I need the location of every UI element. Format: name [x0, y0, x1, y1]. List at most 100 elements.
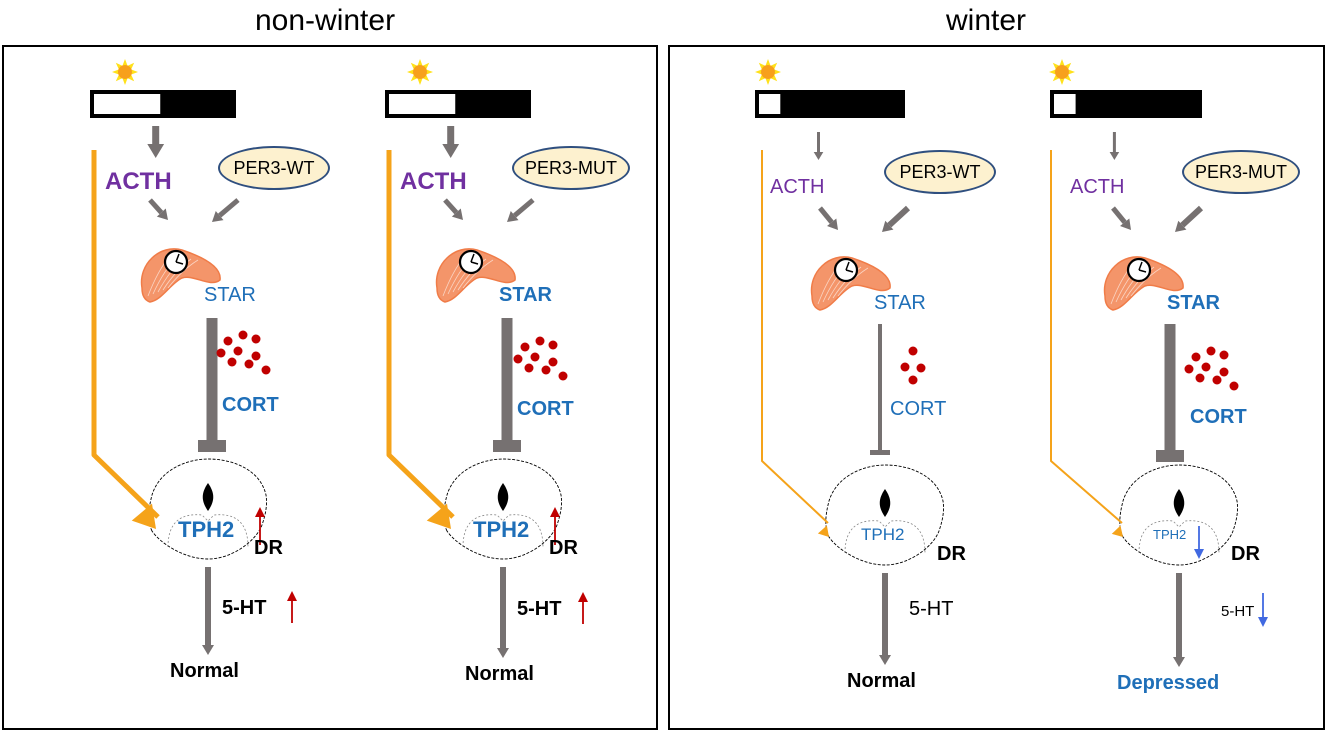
acth-label: ACTH: [105, 168, 172, 195]
dr-label: DR: [549, 537, 578, 559]
photoperiod-light-segment: [389, 94, 456, 114]
serotonin-output-arrow-head: [879, 655, 891, 665]
outcome-label: Depressed: [1117, 672, 1220, 694]
cort-label: CORT: [517, 398, 574, 420]
cort-dot: [238, 330, 248, 340]
tph2-down-arrow-head: [1194, 549, 1204, 559]
per3-genotype-oval: PER3-MUT: [1182, 150, 1300, 194]
clock-hand-minute: [845, 269, 854, 273]
cort-dot: [530, 352, 540, 362]
cort-dot: [908, 375, 918, 385]
sun-ray: [122, 78, 128, 85]
per3-genotype-oval: PER3-MUT: [512, 146, 630, 190]
light-to-acth-arrow-head: [147, 144, 165, 158]
title-winter: winter: [946, 4, 1027, 37]
acth-label: ACTH: [400, 168, 467, 195]
sun-ray: [422, 62, 430, 70]
per3-to-adrenal-arrow-head: [212, 210, 224, 222]
cort-dot: [908, 346, 918, 356]
per3-to-adrenal-arrow-head: [1175, 220, 1187, 232]
adrenal-gland-icon: [140, 248, 221, 303]
serotonin-output-arrow-head: [202, 645, 214, 655]
cort-dot: [900, 362, 910, 372]
sun-ray: [426, 69, 433, 75]
sun-ray: [1064, 62, 1072, 70]
per3-genotype-oval: PER3-WT: [884, 150, 996, 194]
per3-to-adrenal-arrow-shaft: [513, 198, 535, 218]
cort-dot: [227, 357, 237, 367]
light-to-dr-path: [386, 150, 455, 519]
cort-dot: [233, 346, 243, 356]
sun-ray: [1059, 78, 1065, 85]
light-to-dr-arrowhead: [817, 525, 829, 537]
sun-ray: [1052, 62, 1060, 70]
adrenal-gland-icon: [810, 256, 891, 311]
acth-to-adrenal-arrow-shaft: [818, 206, 834, 224]
sun-ray: [410, 62, 418, 70]
clock-hand-hour: [1138, 261, 1143, 271]
sun-icon: [755, 59, 781, 85]
cort-inhibition-bar: [493, 440, 521, 452]
dr-region-outline: [1138, 520, 1220, 554]
cort-label: CORT: [222, 394, 279, 416]
cort-dot: [1219, 367, 1229, 377]
serotonin-up-arrow-head: [287, 591, 297, 601]
sun-icon: [1049, 59, 1075, 85]
star-label: STAR: [1167, 292, 1220, 314]
aqueduct-shape: [879, 489, 891, 517]
acth-to-adrenal-arrow-head: [827, 218, 838, 230]
dr-label: DR: [1231, 543, 1260, 565]
acth-to-adrenal-arrow-head: [156, 208, 168, 220]
serotonin-label: 5-HT: [909, 598, 954, 620]
sun-icon: [407, 59, 433, 85]
light-to-dr-path: [761, 150, 829, 524]
per3-to-adrenal-arrow-head: [507, 210, 519, 222]
light-to-acth-arrow-head: [442, 144, 460, 158]
sun-ray: [131, 69, 138, 75]
cort-dot: [548, 340, 558, 350]
acth-to-adrenal-arrow-shaft: [443, 198, 459, 215]
dr-region-outline: [167, 514, 249, 548]
per3-to-adrenal-arrow-shaft: [1180, 205, 1204, 228]
clock-hand-minute: [1138, 269, 1147, 273]
per3-to-adrenal-arrow-head: [882, 220, 894, 232]
cort-label: CORT: [1190, 406, 1247, 428]
sun-core: [761, 65, 775, 79]
aqueduct-shape: [202, 483, 214, 511]
per3-to-adrenal-arrow-shaft: [218, 198, 240, 218]
cort-dot: [548, 357, 558, 367]
cort-dot: [916, 363, 926, 373]
sun-ray: [755, 69, 762, 75]
light-to-acth-arrow-head: [813, 152, 824, 160]
tph2-up-arrow-head: [255, 507, 265, 517]
sun-ray: [758, 74, 766, 82]
dr-label: DR: [937, 543, 966, 565]
sun-core: [118, 65, 132, 79]
serotonin-output-arrow-head: [1173, 657, 1185, 667]
sun-ray: [115, 74, 123, 82]
star-label: STAR: [499, 284, 552, 306]
acth-label: ACTH: [1070, 176, 1125, 198]
sun-ray: [422, 74, 430, 82]
adrenal-gland-icon: [435, 248, 516, 303]
cort-dot: [1219, 350, 1229, 360]
sun-ray: [1059, 59, 1065, 66]
sun-core: [1055, 65, 1069, 79]
cort-dot: [1195, 373, 1205, 383]
photoperiod-light-segment: [94, 94, 161, 114]
sun-ray: [417, 59, 423, 66]
sun-ray: [765, 59, 771, 66]
serotonin-label: 5-HT: [1221, 603, 1255, 620]
tph2-label: TPH2: [473, 517, 530, 542]
photoperiod-light-segment: [1054, 94, 1076, 114]
tph2-label: TPH2: [1153, 527, 1187, 542]
serotonin-output-arrow-head: [497, 648, 509, 658]
photoperiod-light-segment: [759, 94, 781, 114]
cort-dot: [558, 371, 568, 381]
serotonin-label: 5-HT: [222, 597, 267, 619]
per3-genotype-oval: PER3-WT: [218, 146, 330, 190]
sun-ray: [1068, 69, 1075, 75]
cort-dot: [223, 336, 233, 346]
cort-dot: [1191, 352, 1201, 362]
light-to-acth-arrow-head: [1109, 152, 1120, 160]
